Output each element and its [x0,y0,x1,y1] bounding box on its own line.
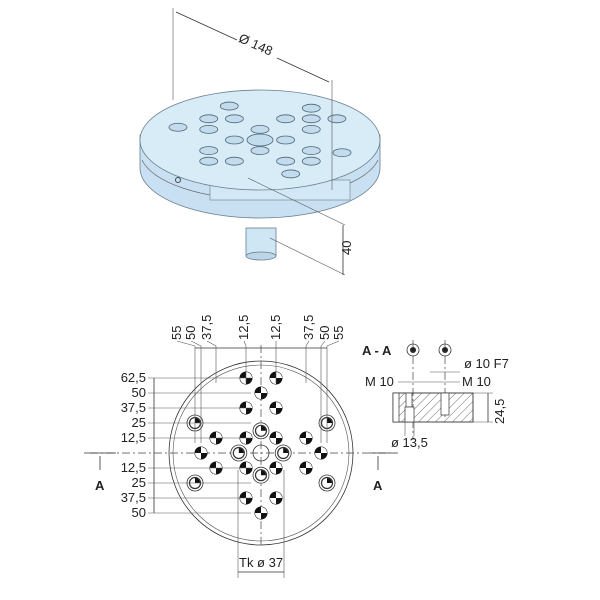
iso-hole [224,156,244,166]
iso-hole [301,146,321,156]
iso-holes [168,101,352,179]
threaded-hole [269,461,283,475]
column-dim-label: 50 [317,326,332,340]
threaded-hole [194,446,208,460]
column-dim-label: 37,5 [199,315,214,340]
iso-hole [301,124,321,134]
threaded-hole [269,431,283,445]
section-view: A - A ø 10 F7 M 10 M 10 24,5 ø 13,5 [362,340,509,450]
fit-hole [252,422,270,440]
thread-left-label: M 10 [365,374,394,389]
fit-hole [252,466,270,484]
fit-label: ø 10 F7 [464,356,509,371]
height-label: 40 [339,241,354,255]
iso-hole [250,124,270,134]
threaded-hole [254,506,268,520]
iso-hole [250,146,270,156]
iso-hole [301,103,321,113]
counterbore-label: ø 13,5 [391,435,428,450]
column-dim-label: 37,5 [301,315,316,340]
threaded-hole [254,386,268,400]
threaded-hole [299,461,313,475]
iso-hole [199,114,219,124]
row-dim-label: 50 [132,505,146,520]
fit-hole [230,444,248,462]
column-dim-label: 50 [183,326,198,340]
threaded-hole [314,446,328,460]
row-dim-label: 12,5 [121,460,146,475]
iso-hole [199,156,219,166]
column-dim-label: 12,5 [236,315,251,340]
diameter-label: Ø 148 [236,30,274,58]
section-mark-right: A [373,478,383,493]
row-dim-label: 62,5 [121,370,146,385]
row-dim-label: 25 [132,415,146,430]
row-dim-label: 50 [132,385,146,400]
iso-hole [301,156,321,166]
iso-hole [224,114,244,124]
row-dim-label: 37,5 [121,400,146,415]
iso-hole [224,135,244,145]
iso-hole [281,169,301,179]
iso-hole [219,101,239,111]
pitch-circle-label: Tk ø 37 [239,555,283,570]
column-dim-label: 55 [169,326,184,340]
iso-hole [276,114,296,124]
thread-right-label: M 10 [462,374,491,389]
side-pin-hole [175,177,181,183]
section-title: A - A [362,343,392,358]
threaded-hole [269,491,283,505]
iso-hole [276,135,296,145]
iso-hole [301,114,321,124]
row-dim-label: 37,5 [121,490,146,505]
iso-hole [327,114,347,124]
stem [245,227,277,257]
iso-hole [276,156,296,166]
fit-hole [318,474,336,492]
fit-hole [274,444,292,462]
iso-view: Ø 148 40 [139,8,381,276]
column-dim-label: 12,5 [268,315,283,340]
column-dim-label: 55 [331,326,346,340]
iso-hole [199,146,219,156]
row-dim-label: 12,5 [121,430,146,445]
row-dim-label: 25 [132,475,146,490]
iso-hole [332,148,352,158]
iso-hole [199,124,219,134]
thickness-label: 24,5 [492,399,507,424]
stem-bottom [245,251,277,261]
iso-center-bore [246,133,274,147]
iso-hole [168,122,188,132]
threaded-hole [269,401,283,415]
threaded-hole [299,431,313,445]
section-mark-left: A [95,478,105,493]
